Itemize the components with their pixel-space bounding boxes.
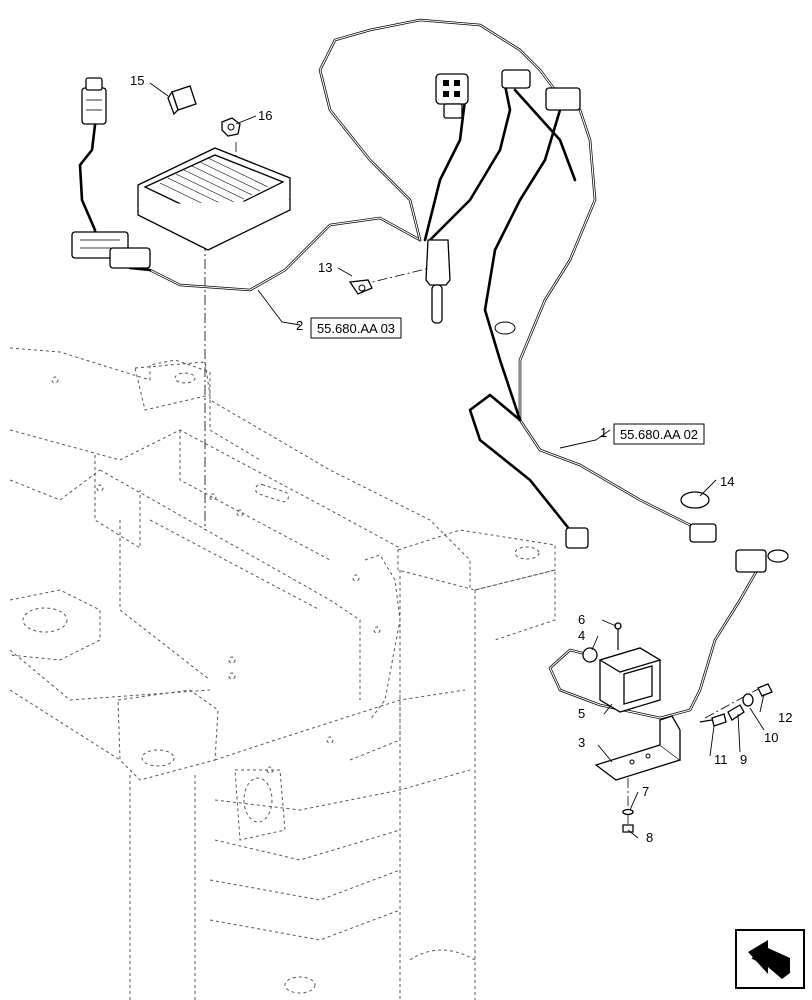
callout-4[interactable]: 4 [578, 628, 585, 643]
harness-1-connector-e [689, 523, 717, 543]
harness-1-connector-c [545, 87, 581, 111]
callout-12[interactable]: 12 [778, 710, 792, 725]
alignment-centerline-5 [359, 267, 431, 286]
chassis-frame [9, 347, 556, 1000]
harness-1-connector-b [501, 69, 531, 89]
reference-box-2[interactable]: 55.680.AA 03 [310, 317, 402, 339]
callout-11[interactable]: 11 [714, 752, 728, 767]
callouts: 1 2 3 4 5 6 7 8 9 10 11 12 13 14 15 16 [130, 73, 792, 845]
reference-label-1[interactable]: 55.680.AA 02 [620, 427, 698, 442]
harness-1-connector-a [435, 73, 469, 105]
relay-15 [167, 85, 197, 116]
harness-1-connector-d [565, 527, 589, 549]
temperature-sensor [425, 239, 451, 286]
control-module [137, 147, 291, 251]
cable-tie-14 [680, 491, 710, 509]
callout-3[interactable]: 3 [578, 735, 585, 750]
callout-2[interactable]: 2 [296, 318, 303, 333]
callout-8[interactable]: 8 [646, 830, 653, 845]
callout-13[interactable]: 13 [318, 260, 332, 275]
bracket-9 [727, 704, 745, 721]
nut-16 [221, 117, 241, 137]
callout-14[interactable]: 14 [720, 474, 734, 489]
buzzer-assembly [582, 622, 773, 833]
next-page-arrow-icon[interactable] [735, 929, 805, 989]
harness-2-connector-top [81, 87, 107, 125]
harness-1 [318, 18, 789, 720]
clip-13 [348, 279, 373, 295]
reference-box-1[interactable]: 55.680.AA 02 [613, 423, 705, 445]
harness-2 [71, 77, 422, 292]
alignment-centerline-4 [704, 687, 761, 719]
callout-7[interactable]: 7 [642, 784, 649, 799]
callout-1[interactable]: 1 [600, 425, 607, 440]
reference-label-2[interactable]: 55.680.AA 03 [317, 321, 395, 336]
callout-15[interactable]: 15 [130, 73, 144, 88]
leader-lines [149, 82, 765, 839]
callout-6[interactable]: 6 [578, 612, 585, 627]
harness-1-connector-f [735, 549, 767, 573]
callout-16[interactable]: 16 [258, 108, 272, 123]
callout-9[interactable]: 9 [740, 752, 747, 767]
callout-10[interactable]: 10 [764, 730, 778, 745]
callout-5[interactable]: 5 [578, 706, 585, 721]
